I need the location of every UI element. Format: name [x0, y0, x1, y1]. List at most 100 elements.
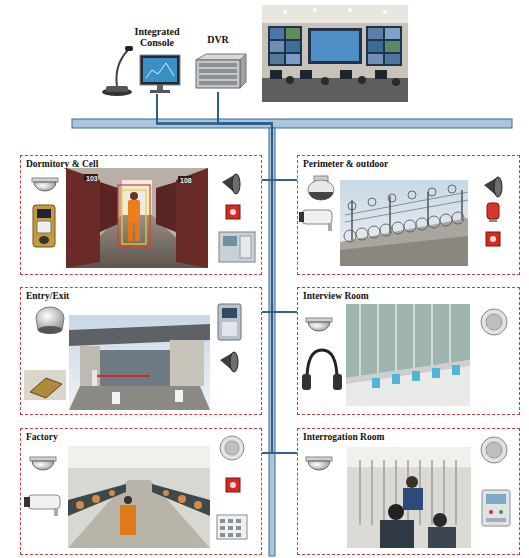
- monitor-icon: [140, 55, 180, 85]
- dvr-icon: [196, 60, 240, 88]
- vehicle-sensor: [24, 370, 66, 400]
- factory-photo: [68, 446, 210, 548]
- corridor-photo: [128, 222, 133, 241]
- control-room-photo: [270, 54, 284, 64]
- corridor-photo: [178, 176, 192, 183]
- factory-photo: [92, 495, 100, 503]
- keypad: [236, 533, 241, 537]
- monitor-icon: [150, 90, 170, 93]
- control-panel: [499, 510, 503, 514]
- headphones: [307, 350, 337, 380]
- interrogation-photo: [403, 488, 423, 510]
- zone-stubs: [275, 452, 297, 453]
- fence-photo: [428, 188, 436, 196]
- factory-photo: [76, 490, 202, 509]
- zone-box: Entry/Exit: [20, 287, 262, 415]
- corridor-photo: [66, 168, 208, 268]
- interrogation-photo: [455, 460, 456, 525]
- dome-camera: [38, 326, 62, 334]
- dome-camera: [306, 318, 332, 331]
- horn-speaker: [494, 177, 502, 197]
- control-room-photo: [286, 28, 300, 39]
- ptz-camera: [308, 176, 334, 200]
- zone-box: Interrogation Room: [297, 428, 520, 555]
- vehicle-sensor: [30, 378, 62, 398]
- monitor-icon: [146, 63, 174, 78]
- dome-camera: [34, 182, 56, 191]
- corridor-photo: [128, 200, 140, 222]
- zone-stubs: [275, 311, 297, 312]
- network-link: [157, 94, 297, 180]
- bullet-camera: [299, 212, 304, 222]
- headphones: [333, 374, 342, 390]
- device-label: Integrated Console: [126, 26, 188, 48]
- network-link: [157, 94, 272, 312]
- zone-title: Perimeter & outdoor: [303, 159, 388, 169]
- fence-photo: [388, 194, 396, 202]
- fingerprint-reader: [33, 205, 55, 247]
- round-speaker: [225, 441, 239, 455]
- headphones: [302, 374, 311, 390]
- corridor-photo: [122, 190, 146, 244]
- gate-photo: [69, 315, 210, 410]
- intercom-panel: [240, 236, 251, 258]
- fence-photo: [416, 218, 428, 230]
- round-speaker: [481, 437, 507, 463]
- interview-photo: [449, 304, 450, 363]
- dome-camera: [306, 457, 332, 461]
- zone-title: Interrogation Room: [303, 432, 384, 442]
- network-link: [218, 92, 297, 453]
- control-room-photo: [286, 41, 300, 52]
- interrogation-photo: [347, 447, 471, 548]
- siren: [489, 219, 497, 222]
- interview-photo: [413, 304, 414, 368]
- control-room-photo: [321, 77, 329, 85]
- network-bus: [72, 119, 512, 128]
- control-room-photo: [311, 31, 359, 61]
- bullet-camera: [24, 495, 60, 516]
- network-link: [157, 94, 272, 453]
- dome-camera: [308, 322, 330, 331]
- zone-title: Interview Room: [303, 291, 369, 301]
- factory-photo: [124, 496, 132, 504]
- network-link: [218, 92, 297, 180]
- monitor-icon: [157, 85, 163, 90]
- fence-photo: [404, 220, 416, 232]
- gate-photo: [92, 370, 97, 386]
- network-link: [157, 94, 297, 453]
- factory-photo: [178, 495, 186, 503]
- interrogation-photo: [371, 460, 372, 525]
- keypad: [220, 519, 225, 523]
- interview-photo: [392, 374, 400, 384]
- keypad: [236, 526, 241, 530]
- fence-photo: [340, 180, 468, 266]
- zone-box: Perimeter & outdoor: [297, 155, 520, 275]
- interview-photo: [372, 378, 380, 388]
- fence-photo: [368, 198, 376, 206]
- horn-speaker: [232, 174, 240, 194]
- interrogation-photo: [433, 513, 447, 527]
- factory-photo: [68, 480, 210, 548]
- alarm-button: [230, 209, 236, 215]
- keypad: [228, 533, 233, 537]
- interview-photo: [431, 304, 432, 366]
- fence-photo: [440, 214, 452, 226]
- ptz-camera: [308, 180, 334, 200]
- fence-photo: [448, 185, 456, 193]
- dome-camera: [30, 457, 56, 470]
- alarm-button: [230, 482, 236, 488]
- fence-photo: [408, 191, 416, 199]
- control-panel: [489, 510, 493, 514]
- network-link: [157, 94, 297, 312]
- dome-camera: [32, 178, 58, 191]
- zone-stubs: [262, 179, 269, 180]
- dvr-icon: [199, 63, 237, 67]
- dvr-icon: [196, 54, 246, 88]
- dome-camera: [32, 178, 58, 182]
- control-room-photo: [308, 28, 362, 64]
- control-room-photo: [383, 10, 387, 14]
- corridor-photo: [84, 174, 98, 181]
- gate-photo: [69, 386, 210, 410]
